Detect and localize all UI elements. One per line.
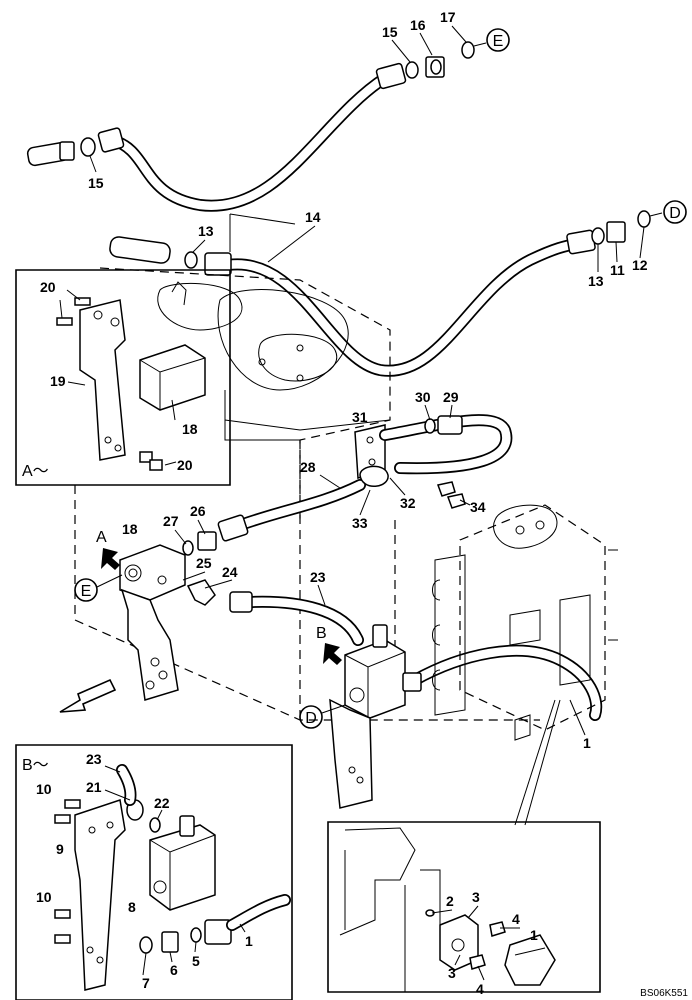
- callout-labels: 15 16 17 15 14 13 13 11 12 20 19 18 20 3…: [36, 9, 648, 997]
- pilot-block-b: [323, 624, 406, 809]
- detail-view-valve-port: [327, 821, 601, 993]
- callout-19: 19: [50, 373, 66, 389]
- front-direction-arrow: [59, 678, 117, 713]
- callout-18-detail: 18: [182, 421, 198, 437]
- pilot-block-18: [96, 544, 186, 701]
- callout-1-detail-b: 1: [245, 933, 253, 949]
- callout-18-main: 18: [122, 521, 138, 537]
- callout-32: 32: [400, 495, 416, 511]
- callout-25: 25: [196, 555, 212, 571]
- callout-17: 17: [440, 9, 456, 25]
- callout-5: 5: [192, 953, 200, 969]
- callout-11: 11: [610, 262, 625, 278]
- detail-view-b: [15, 744, 293, 1000]
- callout-22: 22: [154, 795, 170, 811]
- callout-23-detail: 23: [86, 751, 102, 767]
- callout-26: 26: [190, 503, 206, 519]
- svg-text:E: E: [493, 33, 504, 50]
- callout-10-bottom: 10: [36, 889, 52, 905]
- leader-lines: [89, 25, 645, 981]
- callout-7: 7: [142, 975, 150, 991]
- callout-33: 33: [352, 515, 368, 531]
- hose-28: [182, 479, 366, 556]
- detail-a-caption: A～: [22, 463, 49, 480]
- callout-20-bottom: 20: [177, 457, 193, 473]
- callout-24: 24: [222, 564, 238, 580]
- detail-b-caption: B～: [22, 757, 49, 774]
- callout-15-top: 15: [382, 24, 398, 40]
- callout-13-left: 13: [198, 223, 214, 239]
- callout-2: 2: [446, 893, 454, 909]
- callout-20-top: 20: [40, 279, 56, 295]
- callout-15-left: 15: [88, 175, 104, 191]
- ref-e-top: E: [486, 28, 510, 52]
- callout-27: 27: [163, 513, 179, 529]
- callout-9: 9: [56, 841, 64, 857]
- callout-8: 8: [128, 899, 136, 915]
- clamp-assembly: [354, 414, 513, 509]
- svg-text:D: D: [305, 710, 317, 727]
- callout-14: 14: [305, 209, 321, 225]
- svg-text:E: E: [81, 583, 92, 600]
- ref-a-arrow-label: A: [96, 529, 107, 546]
- svg-text:D: D: [669, 205, 681, 222]
- ref-d-main: D: [299, 705, 323, 729]
- detail-view-a: [15, 269, 231, 486]
- hose-23: [186, 579, 364, 646]
- long-hose-14: [109, 210, 663, 377]
- callout-3-top: 3: [472, 889, 480, 905]
- callout-3-bottom: 3: [448, 965, 456, 981]
- callout-1-main: 1: [583, 735, 591, 751]
- callout-4-bottom: 4: [476, 981, 484, 997]
- callout-34: 34: [470, 499, 486, 515]
- control-valve: [432, 504, 618, 741]
- detail-leader: [514, 699, 556, 826]
- callout-6: 6: [170, 962, 178, 978]
- callout-28: 28: [300, 459, 316, 475]
- callout-23-main: 23: [310, 569, 326, 585]
- callout-29: 29: [443, 389, 459, 405]
- callout-13-right: 13: [588, 273, 604, 289]
- valve-body-outline: [74, 267, 540, 721]
- ref-d-top: D: [663, 200, 687, 224]
- ref-e-main: E: [74, 578, 98, 602]
- ref-b-arrow-label: B: [316, 625, 327, 642]
- callout-21: 21: [86, 779, 102, 795]
- callout-1-detail: 1: [530, 927, 538, 943]
- callout-16: 16: [410, 17, 426, 33]
- upper-hose-assembly: [26, 41, 487, 212]
- callout-12: 12: [632, 257, 648, 273]
- callout-31: 31: [352, 409, 368, 425]
- callout-10-top: 10: [36, 781, 52, 797]
- drawing-code: BS06K551: [640, 988, 688, 999]
- callout-30: 30: [415, 389, 431, 405]
- callout-4-top: 4: [512, 911, 520, 927]
- hose-1: [402, 644, 603, 721]
